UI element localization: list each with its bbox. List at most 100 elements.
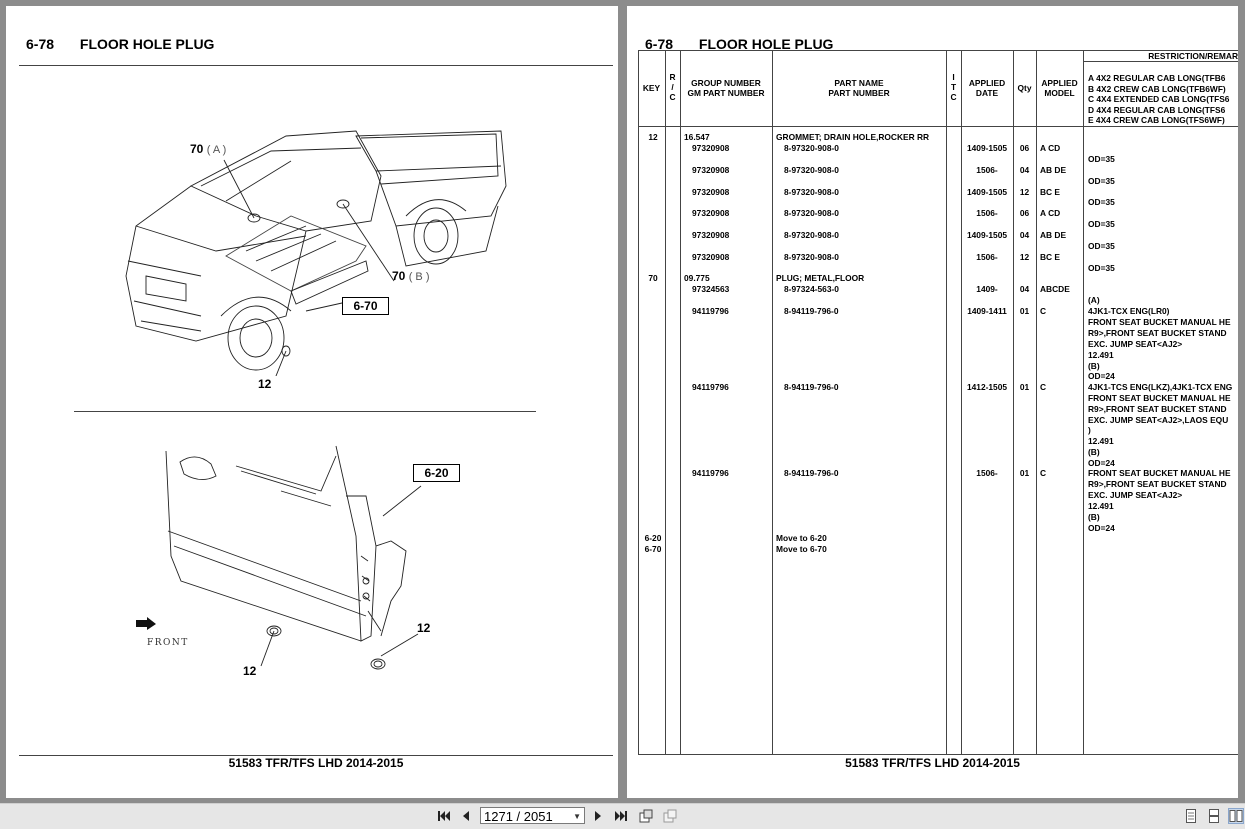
remark-line: EXC. JUMP SEAT<AJ2> <box>1088 339 1183 349</box>
callout-70a: 70 ( A ) <box>190 142 226 156</box>
remark-line: ) <box>1088 425 1091 435</box>
first-page-button[interactable] <box>436 808 452 824</box>
cell-part[interactable]: 8-97320-908-0 <box>784 208 839 218</box>
last-page-button[interactable] <box>613 808 629 824</box>
cell-date: 1506- <box>976 252 998 262</box>
header-rc-3: C <box>669 92 676 102</box>
ref-box-6-20[interactable]: 6-20 <box>413 464 460 482</box>
copy-button[interactable] <box>662 808 678 824</box>
header-applied-date-2: DATE <box>975 88 999 98</box>
header-gm-part-number: GM PART NUMBER <box>687 88 765 98</box>
cell-model: AB DE <box>1040 230 1067 240</box>
callout-70b-suffix: ( B ) <box>408 271 430 283</box>
cell-key: 12 <box>648 132 658 142</box>
parts-table: KEY R / C GROUP NUMBER GM PART NUMBER PA… <box>638 50 1238 755</box>
truck-diagram <box>125 130 507 376</box>
remark-line: (B) <box>1088 447 1100 457</box>
col-border <box>946 50 947 755</box>
header-itc: I T C <box>946 72 961 102</box>
cell-gm[interactable]: 97320908 <box>692 252 730 262</box>
cell-gm[interactable]: 97320908 <box>692 187 730 197</box>
continuous-view-button[interactable] <box>1206 808 1222 824</box>
cell-part[interactable]: 8-97320-908-0 <box>784 252 839 262</box>
header-rc-1: R <box>669 72 676 82</box>
model-legend-d: D 4X4 REGULAR CAB LONG(TFS6 <box>1088 104 1226 115</box>
remark-line: R9>,FRONT SEAT BUCKET STAND <box>1088 404 1227 414</box>
header-part-name: PART NAME <box>834 78 884 88</box>
next-page-button[interactable] <box>590 808 606 824</box>
remark-line: (A) <box>1088 295 1100 305</box>
rotate-button[interactable] <box>638 808 654 824</box>
col-border <box>665 50 666 755</box>
cell-qty: 01 <box>1019 306 1030 316</box>
cell-gm[interactable]: 97320908 <box>692 230 730 240</box>
cell-part[interactable]: 8-94119-796-0 <box>784 468 839 478</box>
model-legend-c: C 4X4 EXTENDED CAB LONG(TFS6 <box>1088 94 1230 105</box>
cell-part[interactable]: 8-97320-908-0 <box>784 143 839 153</box>
model-legend-a: A 4X2 REGULAR CAB LONG(TFB6 <box>1088 73 1226 83</box>
cell-gm[interactable]: 97320908 <box>692 208 730 218</box>
cell-name: Move to 6-20 <box>776 533 827 543</box>
cell-date: 1409-1411 <box>967 306 1007 316</box>
footer-rule <box>19 755 613 756</box>
cell-gm[interactable]: 97324563 <box>692 284 730 294</box>
header-rule <box>19 65 613 66</box>
remark-line: OD=24 <box>1088 458 1115 468</box>
copy-icon <box>663 809 677 823</box>
page-number-select[interactable]: 1271 / 2051 ▼ <box>480 807 585 824</box>
remark-line: OD=35 <box>1088 197 1115 207</box>
next-page-icon <box>595 811 601 821</box>
rotate-icon <box>639 809 653 823</box>
cell-group: 16.547 <box>684 132 710 142</box>
cell-gm[interactable]: 94119796 <box>692 382 729 392</box>
cell-key: 70 <box>648 273 658 283</box>
ref-box-6-70[interactable]: 6-70 <box>342 297 389 315</box>
cell-date: 1409-1505 <box>966 187 1008 197</box>
cell-part[interactable]: 8-97320-908-0 <box>784 165 839 175</box>
cell-part[interactable]: 8-97324-563-0 <box>784 284 839 294</box>
cell-date: 1506- <box>976 165 998 175</box>
remark-line: 12.491 <box>1088 436 1114 446</box>
cell-model: AB DE <box>1040 165 1067 175</box>
cell-model: BC E <box>1040 252 1061 262</box>
col-border <box>772 50 773 755</box>
dropdown-arrow-icon: ▼ <box>573 812 581 821</box>
callout-70b-number: 70 <box>392 269 406 283</box>
cell-gm[interactable]: 94119796 <box>692 468 729 478</box>
page-footer: 51583 TFR/TFS LHD 2014-2015 <box>845 756 1020 770</box>
cell-qty: 01 <box>1019 468 1030 478</box>
two-page-view-button[interactable] <box>1228 808 1244 824</box>
cell-gm[interactable]: 97320908 <box>692 143 730 153</box>
cell-qty: 01 <box>1019 382 1030 392</box>
section-title: FLOOR HOLE PLUG <box>698 36 834 52</box>
cell-model: C <box>1040 306 1047 316</box>
header-applied-model-2: MODEL <box>1044 88 1075 98</box>
page-header: 6-78 FLOOR HOLE PLUG <box>645 36 833 52</box>
header-applied-model: APPLIED MODEL <box>1036 78 1083 98</box>
cell-gm[interactable]: 94119796 <box>692 306 729 316</box>
section-number: 6-78 <box>26 36 55 52</box>
remark-line: 4JK1-TCX ENG(LR0) <box>1088 306 1170 316</box>
col-border <box>1036 50 1037 755</box>
cell-part[interactable]: 8-97320-908-0 <box>784 187 839 197</box>
cell-part[interactable]: 8-94119-796-0 <box>784 306 839 316</box>
remark-line: FRONT SEAT BUCKET MANUAL HE <box>1088 393 1231 403</box>
remark-line: (B) <box>1088 361 1100 371</box>
cell-name: Move to 6-70 <box>776 544 827 554</box>
prev-page-button[interactable] <box>458 808 474 824</box>
cell-date: 1412-1505 <box>966 382 1008 392</box>
cell-part[interactable]: 8-94119-796-0 <box>784 382 839 392</box>
remark-line: (B) <box>1088 512 1100 522</box>
remark-line: R9>,FRONT SEAT BUCKET STAND <box>1088 479 1227 489</box>
remark-line: OD=35 <box>1088 219 1115 229</box>
section-number: 6-78 <box>645 36 674 52</box>
cell-part[interactable]: 8-97320-908-0 <box>784 230 839 240</box>
cell-gm[interactable]: 97320908 <box>692 165 730 175</box>
col-border <box>680 50 681 755</box>
cell-qty: 04 <box>1019 165 1030 175</box>
remark-line: FRONT SEAT BUCKET MANUAL HE <box>1088 468 1231 478</box>
single-page-view-button[interactable] <box>1183 808 1199 824</box>
remark-line: R9>,FRONT SEAT BUCKET STAND <box>1088 328 1227 338</box>
cell-qty: 12 <box>1019 252 1030 262</box>
header-itc-3: C <box>950 92 957 102</box>
